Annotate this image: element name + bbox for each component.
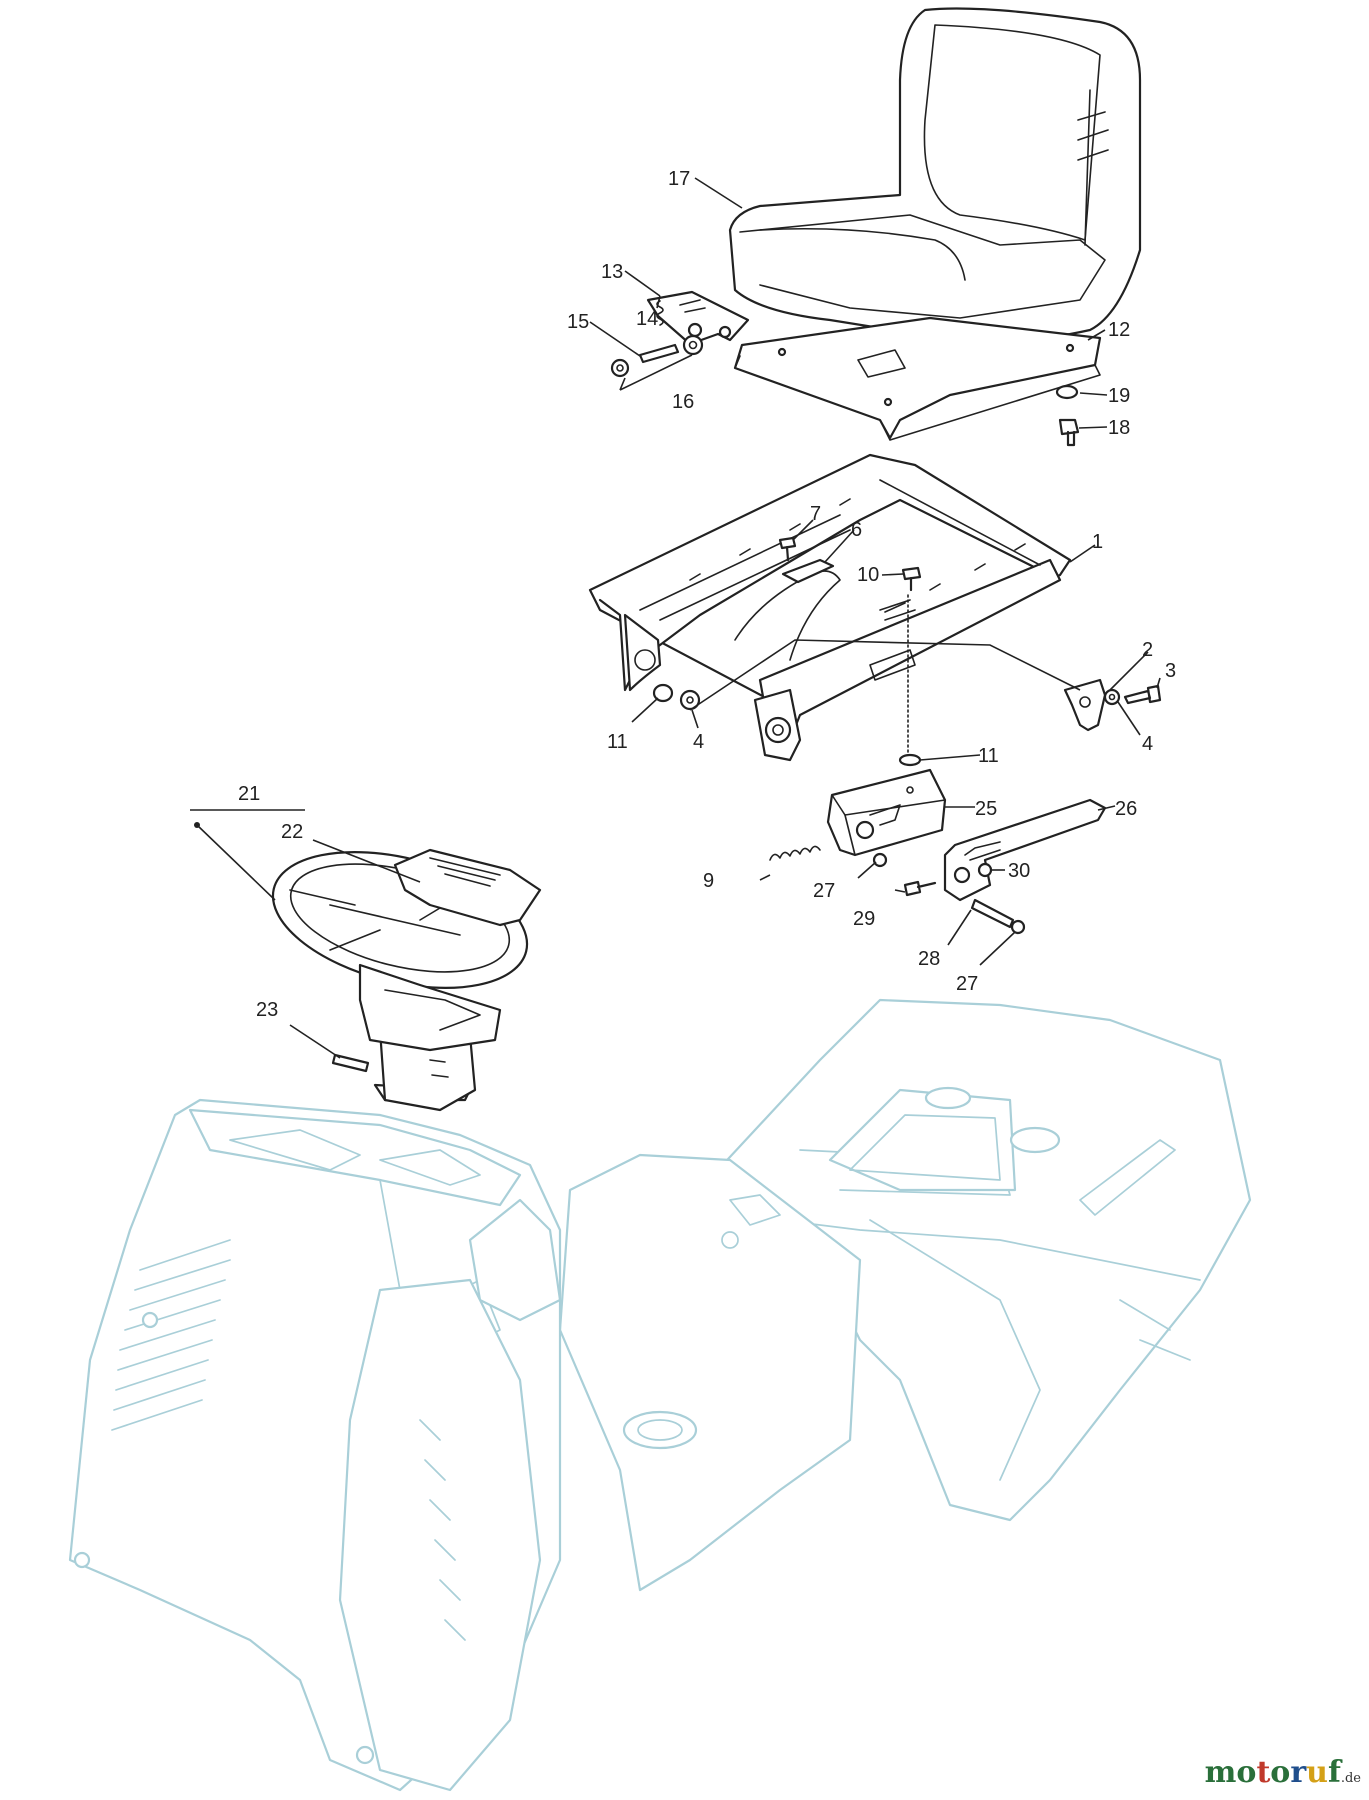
watermark-letter: o (1270, 1755, 1291, 1790)
nut-11a (652, 683, 674, 703)
washer-4b (1103, 688, 1121, 706)
washer-4a (679, 689, 701, 711)
lever-26 (943, 798, 1107, 902)
nut-27a (872, 852, 888, 868)
nut-11b (898, 753, 922, 767)
latch-25 (826, 768, 947, 857)
label-4a: 4 (693, 731, 704, 753)
label-26: 26 (1115, 798, 1137, 820)
label-12: 12 (1108, 319, 1130, 341)
label-15: 15 (567, 311, 589, 333)
pin-23 (331, 1053, 370, 1073)
callout-labels: 17 13 14 15 16 12 19 18 7 6 1 10 2 3 4 1… (238, 168, 1176, 1021)
pin-28 (970, 898, 1015, 929)
watermark-letter: r (1290, 1755, 1307, 1790)
label-17: 17 (668, 168, 690, 190)
bracket-13 (646, 290, 750, 346)
watermark-logo: motoruf.de (1205, 1755, 1361, 1790)
seat-pan (733, 316, 1102, 441)
label-13: 13 (601, 261, 623, 283)
screw-7 (778, 536, 797, 562)
label-27a: 27 (813, 880, 835, 902)
washer-19 (1055, 384, 1079, 400)
bolt-3 (1123, 684, 1162, 705)
plate-6 (781, 558, 835, 584)
label-21: 21 (238, 783, 260, 805)
watermark-letter: t (1256, 1755, 1271, 1790)
label-27b: 27 (956, 973, 978, 995)
nut-30 (977, 862, 993, 878)
screw-29 (903, 880, 937, 897)
watermark-suffix: .de (1340, 1771, 1361, 1786)
label-18: 18 (1108, 417, 1130, 439)
label-11a: 11 (607, 731, 628, 753)
bolt-18 (1058, 418, 1080, 447)
label-19: 19 (1108, 385, 1130, 407)
washer-16b (682, 334, 704, 356)
washer-16a (610, 358, 630, 378)
label-14: 14 (636, 308, 658, 330)
label-9: 9 (703, 870, 714, 892)
label-25: 25 (975, 798, 997, 820)
label-23: 23 (256, 999, 278, 1021)
seat (728, 7, 1142, 343)
leader-lines (190, 177, 1161, 1059)
label-11b: 11 (978, 745, 999, 767)
label-28: 28 (918, 948, 940, 970)
tractor-body-ghost (68, 998, 1252, 1792)
bracket-2 (1063, 678, 1107, 732)
label-6: 6 (851, 519, 862, 541)
nut-27b (1010, 919, 1026, 935)
label-10: 10 (857, 564, 879, 586)
label-7: 7 (810, 503, 821, 525)
label-1: 1 (1092, 531, 1103, 553)
label-22: 22 (281, 821, 303, 843)
seat-rail-frame (588, 453, 1072, 762)
watermark-letter: f (1327, 1755, 1341, 1790)
spring-9 (769, 845, 821, 861)
watermark-letter: u (1306, 1755, 1328, 1790)
label-4b: 4 (1142, 733, 1153, 755)
pin-15 (638, 343, 680, 364)
label-16: 16 (672, 391, 694, 413)
hub-cover-22 (393, 848, 542, 927)
label-29: 29 (853, 908, 875, 930)
watermark-letter: m (1204, 1755, 1237, 1790)
screw-10 (901, 566, 922, 592)
label-30: 30 (1008, 860, 1030, 882)
label-2: 2 (1142, 639, 1153, 661)
label-3: 3 (1165, 660, 1176, 682)
grille-ghost (111, 1239, 231, 1431)
watermark-letter: o (1236, 1755, 1257, 1790)
